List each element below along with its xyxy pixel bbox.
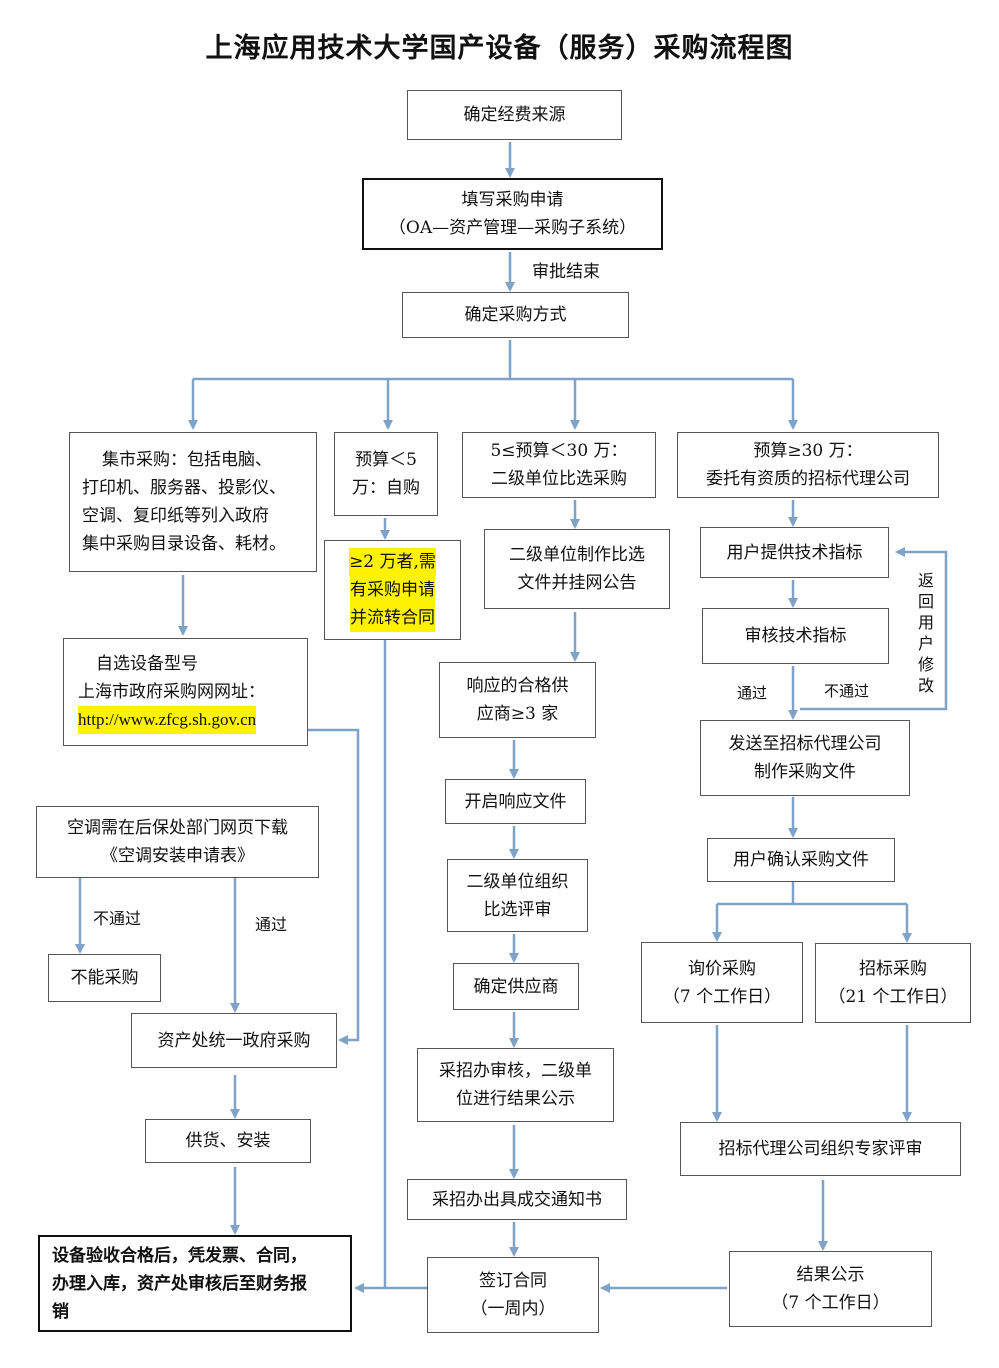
open-responses-box: 开启响应文件 bbox=[445, 779, 586, 824]
method-box: 确定采购方式 bbox=[402, 292, 629, 338]
return-char-3: 用 bbox=[917, 613, 934, 632]
page-title: 上海应用技术大学国产设备（服务）采购流程图 bbox=[205, 33, 794, 64]
compare-budget-line-2: 二级单位比选采购 bbox=[491, 469, 627, 489]
arrow-select-to-gov bbox=[308, 728, 360, 1045]
compare-review-line-2: 比选评审 bbox=[483, 899, 552, 920]
qualified-suppliers-box: 响应的合格供 应商≥3 家 bbox=[439, 662, 596, 738]
method-text: 确定采购方式 bbox=[464, 305, 567, 325]
publicize-box: 采招办审核，二级单 位进行结果公示 bbox=[417, 1048, 614, 1122]
result-publicity-line-2: （7 个工作日） bbox=[771, 1293, 890, 1313]
return-label: 返 回 用 户 修 改 bbox=[917, 570, 935, 696]
confirm-docs-box: 用户确认采购文件 bbox=[707, 838, 895, 882]
central-line-2: 打印机、服务器、投影仪、 bbox=[82, 478, 286, 498]
send-agency-box: 发送至招标代理公司 制作采购文件 bbox=[700, 720, 910, 796]
contract-box: 签订合同 （一周内） bbox=[427, 1257, 599, 1333]
deal-notice-box: 采招办出具成交通知书 bbox=[407, 1179, 627, 1220]
self-note-line-1: ≥2 万者,需 bbox=[349, 548, 436, 576]
tender-fail-label: 不通过 bbox=[824, 682, 870, 700]
compare-budget-box: 5≤预算＜30 万： 二级单位比选采购 bbox=[462, 432, 656, 498]
apply-box: 填写采购申请 （OA—资产管理—采购子系统） bbox=[362, 178, 663, 250]
acceptance-box: 设备验收合格后，凭发票、合同， 办理入库，资产处审核后至财务报 销 bbox=[38, 1235, 352, 1332]
publicize-line-2: 位进行结果公示 bbox=[456, 1089, 575, 1109]
provide-specs-text: 用户提供技术指标 bbox=[726, 542, 863, 563]
return-char-5: 修 bbox=[917, 655, 934, 674]
cannot-buy-box: 不能采购 bbox=[48, 954, 161, 1002]
result-publicity-box: 结果公示 （7 个工作日） bbox=[729, 1251, 932, 1327]
inquiry-line-1: 询价采购 bbox=[688, 958, 756, 979]
compare-docs-line-1: 二级单位制作比选 bbox=[509, 545, 645, 565]
inquiry-line-2: （7 个工作日） bbox=[662, 986, 782, 1007]
open-responses-text: 开启响应文件 bbox=[464, 791, 567, 812]
apply-path: （OA—资产管理—采购子系统） bbox=[388, 218, 637, 238]
arrow-return-to-provide bbox=[800, 547, 948, 711]
self-note-line-3: 并流转合同 bbox=[350, 604, 435, 632]
return-char-2: 回 bbox=[917, 592, 934, 611]
confirm-supplier-box: 确定供应商 bbox=[453, 963, 579, 1010]
ac-fail-label: 不通过 bbox=[93, 909, 142, 928]
supply-text: 供货、安装 bbox=[185, 1131, 271, 1151]
confirm-supplier-text: 确定供应商 bbox=[473, 976, 559, 997]
ac-form-line-2: 《空调安装申请表》 bbox=[101, 846, 254, 866]
self-note-box: ≥2 万者,需 有采购申请 并流转合同 bbox=[324, 540, 461, 640]
ac-form-line-1: 空调需在后保处部门网页下载 bbox=[67, 818, 288, 838]
contract-line-1: 签订合同 bbox=[479, 1271, 547, 1291]
qualified-suppliers-line-1: 响应的合格供 bbox=[466, 676, 569, 696]
ac-form-box: 空调需在后保处部门网页下载 《空调安装申请表》 bbox=[36, 806, 319, 878]
apply-title: 填写采购申请 bbox=[461, 190, 564, 210]
select-title: 自选设备型号 bbox=[96, 654, 198, 674]
expert-review-box: 招标代理公司组织专家评审 bbox=[680, 1122, 961, 1176]
acceptance-line-1: 设备验收合格后，凭发票、合同， bbox=[52, 1245, 307, 1266]
deal-notice-text: 采招办出具成交通知书 bbox=[432, 1189, 602, 1210]
compare-docs-box: 二级单位制作比选 文件并挂网公告 bbox=[484, 529, 670, 609]
bidding-line-1: 招标采购 bbox=[859, 959, 927, 979]
publicize-line-1: 采招办审核，二级单 bbox=[439, 1061, 592, 1081]
qualified-suppliers-line-2: 应商≥3 家 bbox=[476, 704, 559, 724]
inquiry-box: 询价采购 （7 个工作日） bbox=[641, 942, 803, 1023]
compare-budget-line-1: 5≤预算＜30 万： bbox=[490, 441, 628, 461]
cannot-buy-text: 不能采购 bbox=[70, 968, 139, 988]
central-category-box: 集市采购：包括电脑、 打印机、服务器、投影仪、 空调、复印纸等列入政府 集中采购… bbox=[69, 432, 317, 572]
result-publicity-line-1: 结果公示 bbox=[796, 1265, 865, 1285]
contract-line-2: （一周内） bbox=[470, 1299, 556, 1319]
tender-budget-box: 预算≥30 万： 委托有资质的招标代理公司 bbox=[677, 432, 939, 498]
return-char-6: 改 bbox=[917, 676, 934, 695]
ac-pass-label: 通过 bbox=[255, 915, 288, 934]
bidding-box: 招标采购 （21 个工作日） bbox=[815, 943, 971, 1023]
tender-pass-label: 通过 bbox=[737, 684, 768, 702]
audit-specs-text: 审核技术指标 bbox=[744, 626, 847, 646]
bidding-line-2: （21 个工作日） bbox=[828, 987, 958, 1007]
central-line-3: 空调、复印纸等列入政府 bbox=[82, 506, 269, 526]
gov-purchase-box: 资产处统一政府采购 bbox=[131, 1013, 337, 1068]
select-model-box: 自选设备型号 上海市政府采购网网址： http://www.zfcg.sh.go… bbox=[63, 638, 308, 746]
return-char-1: 返 bbox=[917, 571, 934, 590]
provide-specs-box: 用户提供技术指标 bbox=[700, 527, 889, 578]
funding-text: 确定经费来源 bbox=[463, 105, 566, 125]
compare-review-box: 二级单位组织 比选评审 bbox=[447, 859, 588, 932]
approval-label: 审批结束 bbox=[532, 262, 600, 282]
self-note-line-2: 有采购申请 bbox=[350, 576, 435, 604]
self-budget-line-2: 万：自购 bbox=[352, 478, 420, 498]
confirm-docs-text: 用户确认采购文件 bbox=[733, 850, 869, 870]
audit-specs-box: 审核技术指标 bbox=[702, 608, 889, 664]
procurement-site-link[interactable]: http://www.zfcg.sh.gov.cn bbox=[78, 706, 257, 734]
compare-docs-line-2: 文件并挂网公告 bbox=[517, 573, 637, 593]
send-agency-line-1: 发送至招标代理公司 bbox=[728, 734, 882, 754]
tender-budget-line-2: 委托有资质的招标代理公司 bbox=[706, 469, 910, 489]
self-budget-line-1: 预算＜5 bbox=[355, 450, 417, 470]
funding-box: 确定经费来源 bbox=[407, 90, 622, 140]
tender-budget-line-1: 预算≥30 万： bbox=[753, 441, 863, 461]
acceptance-line-2: 办理入库，资产处审核后至财务报 bbox=[52, 1273, 307, 1294]
acceptance-line-3: 销 bbox=[52, 1301, 69, 1322]
supply-box: 供货、安装 bbox=[145, 1119, 311, 1163]
compare-review-line-1: 二级单位组织 bbox=[466, 871, 569, 892]
central-line-4: 集中采购目录设备、耗材。 bbox=[82, 534, 286, 554]
central-line-1: 集市采购：包括电脑、 bbox=[102, 450, 272, 470]
expert-review-text: 招标代理公司组织专家评审 bbox=[718, 1139, 923, 1159]
select-site-label: 上海市政府采购网网址： bbox=[78, 682, 265, 702]
self-budget-box: 预算＜5 万：自购 bbox=[334, 432, 438, 516]
return-char-4: 户 bbox=[917, 634, 934, 653]
gov-purchase-text: 资产处统一政府采购 bbox=[157, 1030, 311, 1051]
send-agency-line-2: 制作采购文件 bbox=[754, 762, 856, 782]
